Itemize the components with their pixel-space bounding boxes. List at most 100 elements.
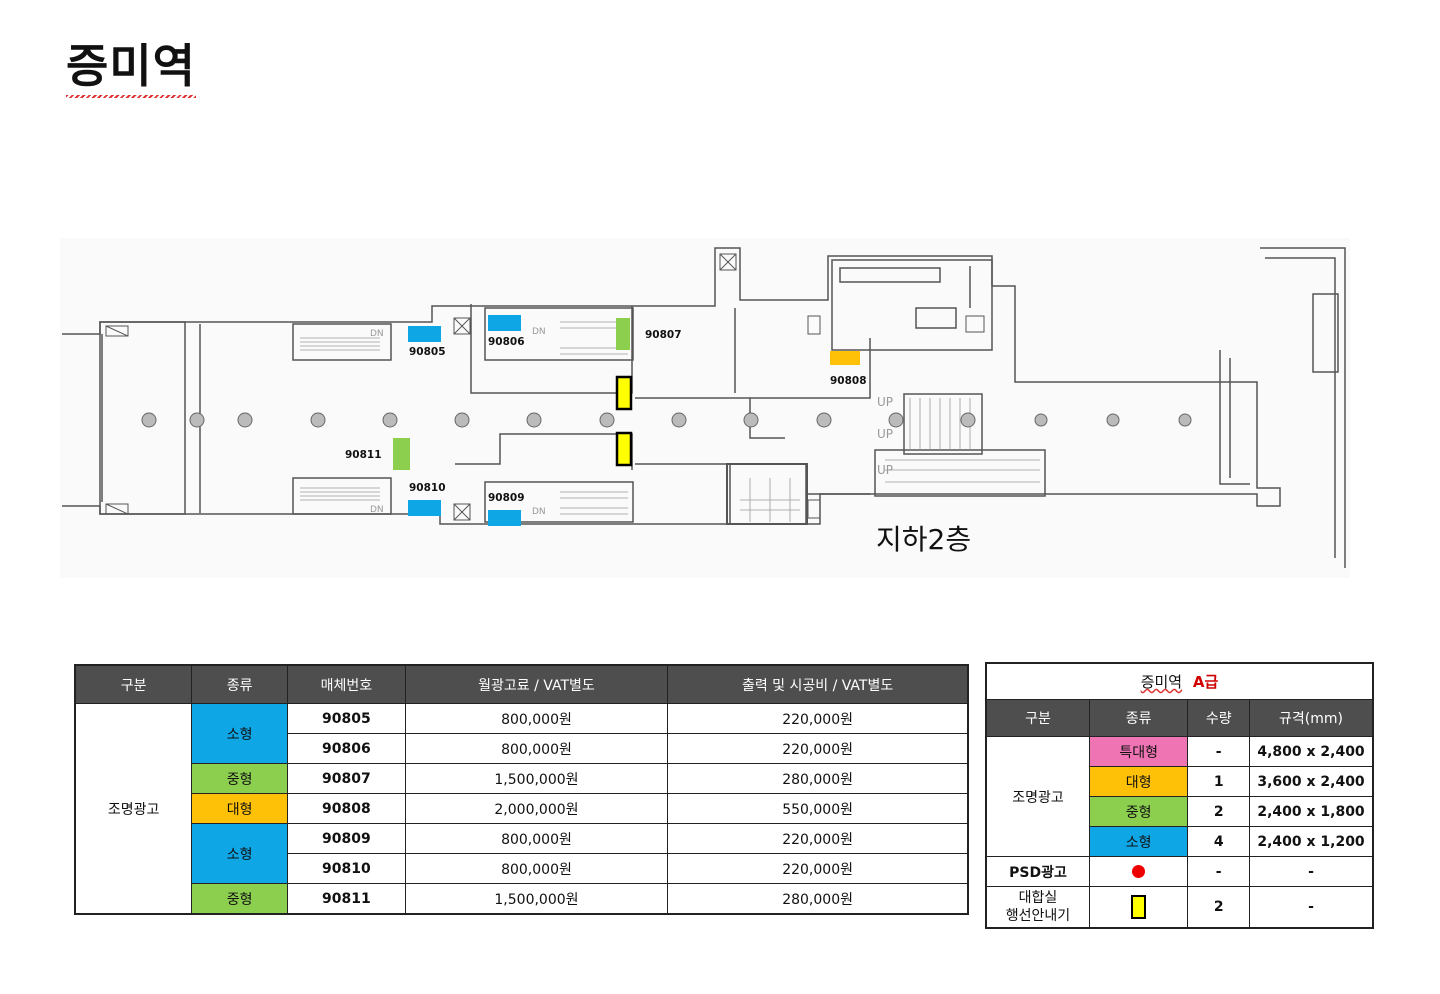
install-fee-cell: 280,000원 (667, 883, 969, 915)
dn-label: DN (370, 329, 384, 339)
spellcheck-underline (66, 95, 196, 98)
summary-header-qty: 수량 (1187, 699, 1251, 737)
monthly-fee-cell: 800,000원 (404, 703, 669, 734)
summary-size-cell: 4,800 x 2,400 (1249, 736, 1374, 767)
media-id-cell: 90806 (286, 733, 406, 764)
table-row: 중형 90807 1,500,000원 280,000원 (75, 763, 969, 794)
summary-size-cell: 2,400 x 1,800 (1249, 796, 1374, 827)
ad-marker-90808[interactable] (830, 351, 860, 365)
summary-size-cell: - (1249, 856, 1374, 887)
install-fee-cell: 550,000원 (667, 793, 969, 824)
type-cell: 소형 (191, 703, 288, 764)
media-id-cell: 90808 (286, 793, 406, 824)
install-fee-cell: 280,000원 (667, 763, 969, 794)
header-category: 구분 (74, 664, 193, 704)
summary-type-cell: 중형 (1088, 796, 1189, 827)
table-header-row: 구분 종류 매체번호 월광고료 / VAT별도 출력 및 시공비 / VAT별도 (74, 664, 969, 704)
summary-type-cell: 특대형 (1088, 736, 1189, 767)
type-cell: 소형 (191, 823, 288, 884)
install-fee-cell: 220,000원 (667, 733, 969, 764)
label-90810: 90810 (409, 482, 446, 494)
up-label: UP (877, 427, 893, 441)
install-fee-cell: 220,000원 (667, 853, 969, 884)
summary-header-size: 규격(mm) (1249, 699, 1374, 737)
ad-marker-90805[interactable] (408, 326, 441, 342)
summary-qty-cell: - (1187, 736, 1251, 767)
summary-row: 대형 1 3,600 x 2,400 (986, 766, 1374, 797)
summary-qty-cell: 4 (1187, 826, 1251, 857)
table-row: 90810 800,000원 220,000원 (75, 853, 969, 884)
monthly-fee-cell: 2,000,000원 (404, 793, 669, 824)
summary-header-type: 종류 (1088, 699, 1189, 737)
media-id-cell: 90811 (286, 883, 406, 915)
dn-label: DN (532, 327, 546, 337)
guide-label-line2: 행선안내기 (1005, 908, 1071, 924)
page-title: 증미역 (66, 30, 196, 98)
summary-qty-cell: 1 (1187, 766, 1251, 797)
summary-title-row: 증미역 A급 (985, 662, 1374, 700)
floor-label: 지하2층 (876, 523, 972, 556)
dn-label: DN (370, 505, 384, 515)
guide-label-line1: 대합실 (1018, 890, 1058, 906)
summary-type-cell: 대형 (1088, 766, 1189, 797)
label-90805: 90805 (409, 346, 446, 358)
summary-table: 증미역 A급 구분 종류 수량 규격(mm) 조명광고 특대형 - 4,800 … (985, 662, 1374, 929)
summary-row-psd: PSD광고 - - (985, 856, 1374, 887)
type-cell: 대형 (191, 793, 288, 824)
summary-header-row: 구분 종류 수량 규격(mm) (985, 699, 1374, 737)
install-fee-cell: 220,000원 (667, 703, 969, 734)
label-90809: 90809 (488, 492, 525, 504)
summary-header-category: 구분 (985, 699, 1090, 737)
psd-marker-cell (1088, 856, 1189, 887)
floor-plan: 90805 90806 90807 90808 90809 90810 9081… (60, 238, 1350, 578)
ad-marker-90810[interactable] (408, 500, 441, 516)
summary-row: 중형 2 2,400 x 1,800 (986, 796, 1374, 827)
media-id-cell: 90807 (286, 763, 406, 794)
ad-marker-90809[interactable] (488, 510, 521, 526)
summary-title: 증미역 A급 (985, 662, 1374, 700)
up-label: UP (877, 463, 893, 477)
guide-sign-marker[interactable] (615, 375, 633, 411)
price-table: 구분 종류 매체번호 월광고료 / VAT별도 출력 및 시공비 / VAT별도… (74, 664, 969, 915)
table-row: 대형 90808 2,000,000원 550,000원 (75, 793, 969, 824)
guide-label: 대합실 행선안내기 (985, 886, 1090, 929)
header-media-id: 매체번호 (286, 664, 406, 704)
category-cell: 조명광고 (74, 703, 193, 915)
table-row: 90806 800,000원 220,000원 (75, 733, 969, 764)
yellow-box-icon (1131, 895, 1147, 919)
dn-label: DN (532, 507, 546, 517)
up-label: UP (877, 395, 893, 409)
summary-qty-cell: 2 (1187, 886, 1251, 929)
label-90807: 90807 (645, 329, 682, 341)
summary-category-cell: 조명광고 (985, 736, 1090, 857)
station-grade: A급 (1192, 673, 1219, 691)
psd-label: PSD광고 (985, 856, 1090, 887)
guide-sign-marker[interactable] (615, 431, 633, 467)
media-id-cell: 90810 (286, 853, 406, 884)
label-90811: 90811 (345, 449, 382, 461)
media-id-cell: 90805 (286, 703, 406, 734)
summary-qty-cell: - (1187, 856, 1251, 887)
label-90806: 90806 (488, 336, 525, 348)
summary-row-guide: 대합실 행선안내기 2 - (985, 886, 1374, 929)
red-dot-icon (1132, 865, 1146, 878)
summary-size-cell: 3,600 x 2,400 (1249, 766, 1374, 797)
header-install-fee: 출력 및 시공비 / VAT별도 (667, 664, 969, 704)
ad-marker-90807[interactable] (616, 318, 630, 350)
monthly-fee-cell: 1,500,000원 (404, 883, 669, 915)
label-90808: 90808 (830, 375, 867, 387)
monthly-fee-cell: 800,000원 (404, 823, 669, 854)
summary-size-cell: - (1249, 886, 1374, 929)
header-type: 종류 (191, 664, 288, 704)
summary-qty-cell: 2 (1187, 796, 1251, 827)
header-monthly-fee: 월광고료 / VAT별도 (404, 664, 669, 704)
ad-marker-90811[interactable] (393, 438, 410, 470)
table-row: 중형 90811 1,500,000원 280,000원 (75, 883, 969, 915)
summary-station: 증미역 (1140, 673, 1183, 691)
summary-size-cell: 2,400 x 1,200 (1249, 826, 1374, 857)
table-row: 소형 90809 800,000원 220,000원 (75, 823, 969, 884)
monthly-fee-cell: 1,500,000원 (404, 763, 669, 794)
ad-marker-90806[interactable] (488, 315, 521, 331)
floor-plan-drawing: 90805 90806 90807 90808 90809 90810 9081… (62, 247, 1346, 568)
install-fee-cell: 220,000원 (667, 823, 969, 854)
